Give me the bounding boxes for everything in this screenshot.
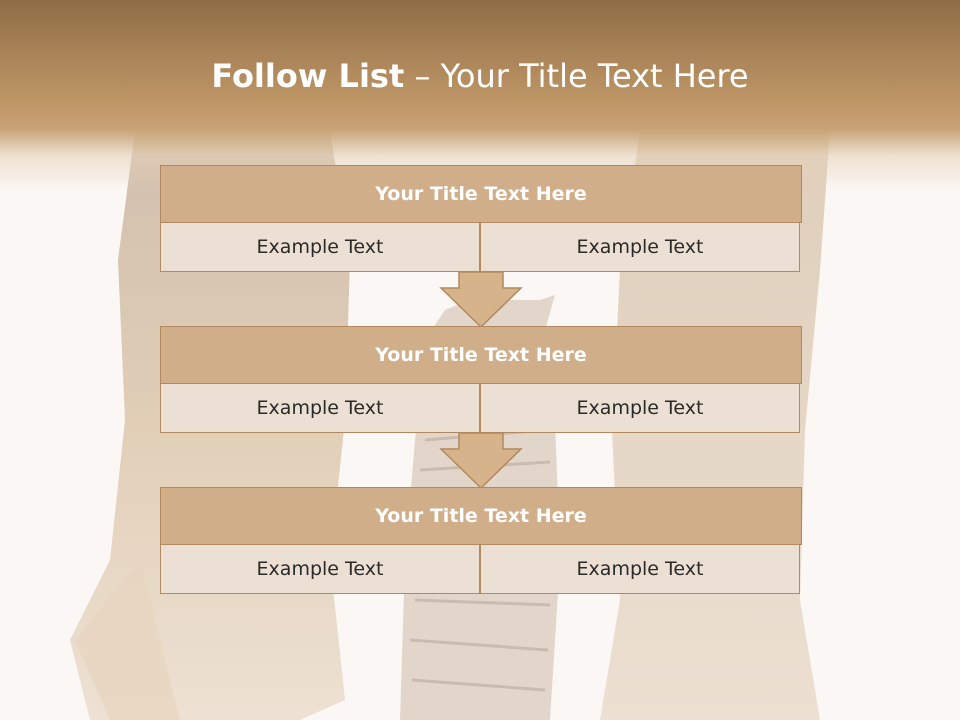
slide-title-rest: – Your Title Text Here — [404, 57, 749, 95]
slide-title-bold: Follow List — [211, 57, 405, 95]
slide-title: Follow List – Your Title Text Here — [0, 52, 960, 100]
down-arrow-icon — [439, 432, 523, 490]
step-left-text: Example Text — [160, 222, 480, 272]
down-arrow-icon — [439, 271, 523, 329]
step-right-text: Example Text — [480, 222, 800, 272]
step-title: Your Title Text Here — [160, 326, 802, 384]
step-left-text: Example Text — [160, 544, 480, 594]
step-right-text: Example Text — [480, 544, 800, 594]
header-band — [0, 0, 960, 190]
step-title: Your Title Text Here — [160, 165, 802, 223]
step-right-text: Example Text — [480, 383, 800, 433]
step-title: Your Title Text Here — [160, 487, 802, 545]
step-left-text: Example Text — [160, 383, 480, 433]
